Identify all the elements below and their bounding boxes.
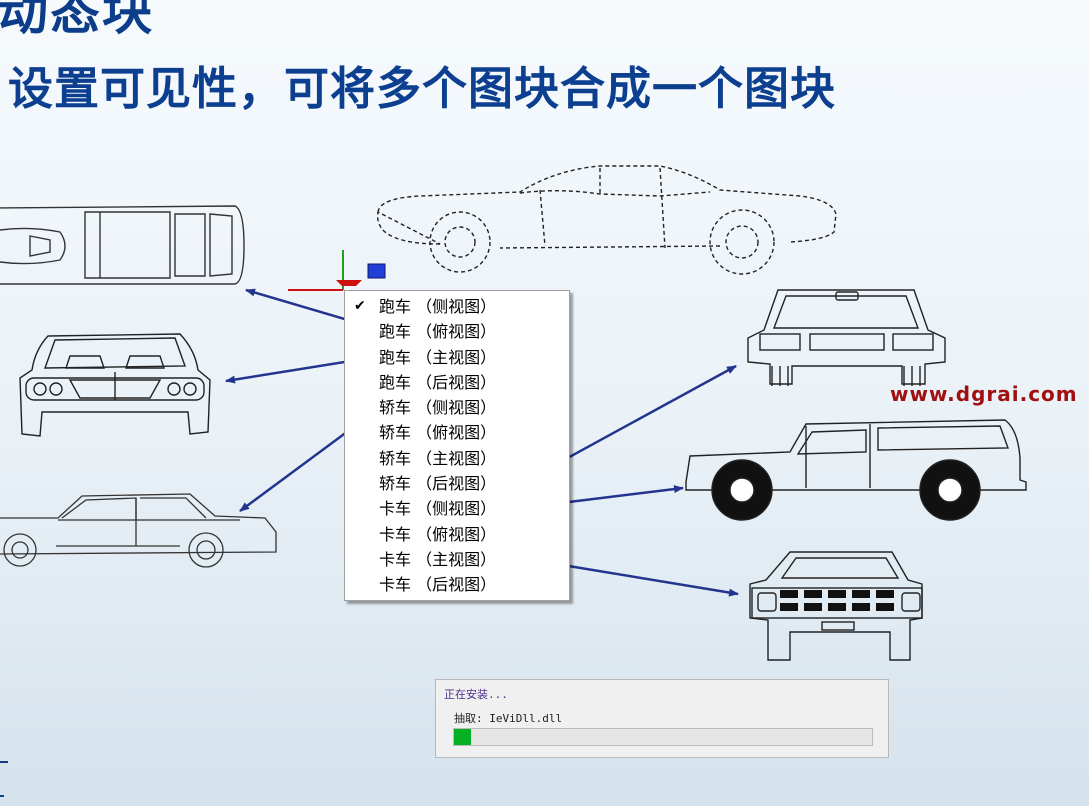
menu-item-label: 跑车 （侧视图） xyxy=(379,297,497,316)
sedan-front-view xyxy=(747,289,946,386)
install-file-text: 抽取: IeViDll.dll xyxy=(454,712,563,725)
menu-item[interactable]: 轿车 （俯视图） xyxy=(345,420,569,445)
menu-item[interactable]: ✔ 跑车 （侧视图） xyxy=(345,294,569,319)
menu-item[interactable]: 轿车 （主视图） xyxy=(345,446,569,471)
menu-item-label: 跑车 （后视图） xyxy=(379,372,497,392)
sports-car-front-view xyxy=(19,333,211,437)
slide-title: 动态块 xyxy=(0,0,154,41)
menu-item[interactable]: 轿车 （侧视图） xyxy=(345,395,569,420)
menu-item[interactable]: 跑车 （主视图） xyxy=(345,345,569,370)
block-insertion-grip[interactable] xyxy=(288,250,362,291)
visibility-grip-icon[interactable] xyxy=(367,263,386,279)
truck-side-view xyxy=(685,419,1027,521)
watermark-text: www.dgrai.com xyxy=(890,382,1078,406)
menu-item-label: 卡车 （主视图） xyxy=(379,549,497,569)
progress-bar xyxy=(453,728,873,746)
menu-item[interactable]: 卡车 （侧视图） xyxy=(345,496,569,521)
menu-item[interactable]: 跑车 （后视图） xyxy=(345,370,569,395)
install-progress-dialog: 正在安装... 抽取: IeViDll.dll xyxy=(435,679,889,758)
menu-item[interactable]: 轿车 （后视图） xyxy=(345,471,569,496)
menu-item[interactable]: 卡车 （主视图） xyxy=(345,547,569,572)
menu-item-label: 卡车 （侧视图） xyxy=(379,499,497,519)
menu-item[interactable]: 跑车 （俯视图） xyxy=(345,319,569,344)
truck-front-view xyxy=(749,551,923,661)
menu-item-label: 跑车 （俯视图） xyxy=(379,322,497,342)
menu-item-label: 轿车 （侧视图） xyxy=(379,398,497,418)
check-icon: ✔ xyxy=(354,298,366,314)
menu-item[interactable]: 卡车 （俯视图） xyxy=(345,522,569,547)
menu-item-label: 轿车 （主视图） xyxy=(379,448,497,468)
slide-subtitle: 设置可见性，可将多个图块合成一个图块 xyxy=(8,62,837,115)
menu-item[interactable]: 卡车 （后视图） xyxy=(345,572,569,597)
menu-item-label: 轿车 （后视图） xyxy=(379,474,497,494)
sports-car-top-view xyxy=(0,205,245,285)
sedan-side-view xyxy=(0,493,277,568)
menu-item-label: 卡车 （后视图） xyxy=(379,575,497,595)
menu-item-label: 轿车 （俯视图） xyxy=(379,423,497,443)
visibility-menu[interactable]: ✔ 跑车 （侧视图） 跑车 （俯视图） 跑车 （主视图） 跑车 （后视图） 轿车 （侧视图… xyxy=(344,290,570,601)
install-status-text: 正在安装... xyxy=(444,688,508,701)
progress-fill xyxy=(454,729,471,745)
menu-item-label: 跑车 （主视图） xyxy=(379,347,497,367)
sports-car-side-view[interactable] xyxy=(376,165,837,275)
menu-item-label: 卡车 （俯视图） xyxy=(379,524,497,544)
